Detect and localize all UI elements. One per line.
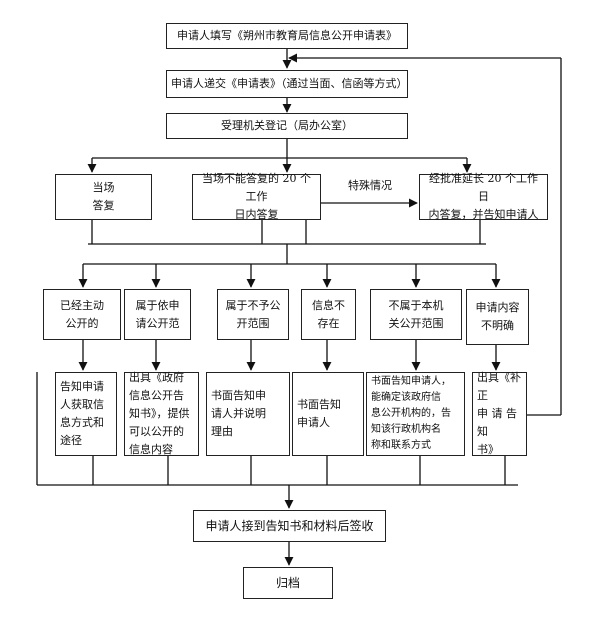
result-on-request-text: 出具《政府 信息公开告 知书》，提供 可以公开的 信息内容: [129, 371, 190, 456]
category-on-request: 属于依申 请公开范: [124, 289, 191, 340]
step-submit-form-text: 申请人递交《申请表》（通过当面、信函等方式）: [171, 77, 408, 90]
step-extend: 经批准延长 20 个工作日 内答复，并告知申请人: [419, 172, 548, 221]
step-sign: 申请人接到告知书和材料后签收: [193, 510, 386, 542]
result-not-exist: 书面告知 申请人: [292, 372, 364, 456]
category-not-exist: 信息不 存在: [301, 289, 356, 340]
category-unclear: 申请内容 不明确: [466, 289, 529, 345]
step-submit-form: 申请人递交《申请表》（通过当面、信函等方式）: [166, 70, 408, 98]
step-answer-now-text: 当场 答复: [92, 181, 115, 212]
category-not-exist-text: 信息不 存在: [312, 298, 345, 330]
category-not-agency: 不属于本机 关公开范围: [370, 289, 462, 340]
step-archive: 归档: [243, 567, 333, 599]
label-special-case: 特殊情况: [348, 179, 392, 192]
category-not-agency-text: 不属于本机 关公开范围: [388, 298, 444, 330]
result-not-agency-text: 书面告知申请人， 能确定该政府信 息公开机构的，告 知该行政机构名 称和联系方式: [371, 376, 451, 451]
result-unclear: 出具《补正 申 请 告 知 书》: [472, 371, 527, 456]
step-answer-20days-text: 当场不能答复的 20 个工作 日内答复: [202, 172, 311, 221]
step-register-text: 受理机关登记（局办公室）: [221, 119, 353, 132]
category-public: 已经主动 公开的: [43, 289, 121, 340]
category-on-request-text: 属于依申 请公开范: [135, 298, 180, 330]
step-answer-20days: 当场不能答复的 20 个工作 日内答复: [192, 172, 321, 221]
result-not-public-text: 书面告知申 请人并说明 理由: [211, 389, 266, 438]
category-not-public: 属于不予公 开范围: [217, 289, 289, 340]
result-not-agency: 书面告知申请人， 能确定该政府信 息公开机构的，告 知该行政机构名 称和联系方式: [366, 372, 465, 456]
result-on-request: 出具《政府 信息公开告 知书》，提供 可以公开的 信息内容: [124, 371, 199, 456]
category-not-public-text: 属于不予公 开范围: [225, 298, 281, 330]
step-fill-form: 申请人填写《朔州市教育局信息公开申请表》: [166, 23, 408, 49]
result-public-text: 告知申请 人获取信 息方式和 途径: [60, 380, 104, 447]
result-public: 告知申请 人获取信 息方式和 途径: [55, 372, 117, 456]
result-unclear-text: 出具《补正 申 请 告 知 书》: [477, 371, 521, 456]
result-not-public: 书面告知申 请人并说明 理由: [206, 372, 290, 456]
step-answer-now: 当场 答复: [55, 174, 152, 220]
step-archive-text: 归档: [275, 576, 300, 590]
result-not-exist-text: 书面告知 申请人: [297, 398, 341, 429]
step-register: 受理机关登记（局办公室）: [166, 113, 408, 139]
step-sign-text: 申请人接到告知书和材料后签收: [205, 519, 374, 533]
step-fill-form-text: 申请人填写《朔州市教育局信息公开申请表》: [177, 29, 397, 42]
step-extend-text: 经批准延长 20 个工作日 内答复，并告知申请人: [428, 172, 539, 221]
category-unclear-text: 申请内容 不明确: [475, 301, 520, 332]
category-public-text: 已经主动 公开的: [60, 298, 104, 330]
